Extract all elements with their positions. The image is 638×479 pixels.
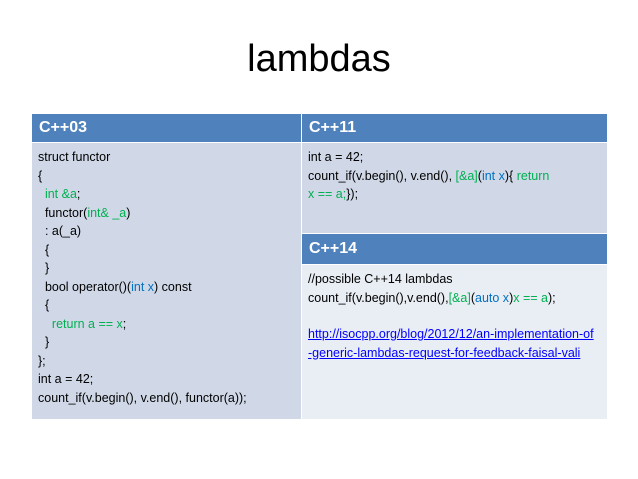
cpp11-code-token: x == a; xyxy=(308,187,347,201)
cpp14-code-line: count_if(v.begin(),v.end(),[&a](auto x)x… xyxy=(308,289,600,308)
cpp03-code-token: ; xyxy=(122,316,127,331)
header-label-cpp14: C++14 xyxy=(309,240,358,257)
slide-title: lambdas xyxy=(247,38,391,80)
cpp03-code-line: { xyxy=(38,241,294,260)
cpp03-code-token: int x xyxy=(131,279,155,294)
cpp14-code-token: x == a xyxy=(513,290,548,305)
cpp11-code-token: return xyxy=(516,168,550,183)
cpp03-code-line: struct functor xyxy=(38,148,294,167)
cpp03-code-token: int a = 42; xyxy=(38,372,94,386)
cpp11-code-token: int a = 42; xyxy=(308,150,364,164)
cpp11-code-cell: int a = 42; count_if(v.begin(), v.end(), … xyxy=(302,143,607,233)
cpp03-code-line: functor(int& _a) xyxy=(38,204,294,223)
cpp03-code-line: { xyxy=(38,167,294,186)
cpp03-code-token: return a == x xyxy=(51,316,123,331)
cpp03-code-token: int &a xyxy=(44,187,77,201)
cpp03-code-token: ; xyxy=(76,187,81,201)
cpp03-code-line: int &a; xyxy=(38,185,294,204)
cpp03-code-line: }; xyxy=(38,352,294,371)
cpp03-code-line: int a = 42; xyxy=(38,370,294,389)
cpp03-code-token: { xyxy=(38,242,50,257)
cpp03-code-cell: struct functor { int &a; functor(int& _a)… xyxy=(32,143,301,419)
header-label-cpp03: C++03 xyxy=(39,119,88,136)
cpp11-code-token: int x xyxy=(481,168,505,183)
table-header-cpp11: C++11 xyxy=(302,114,607,142)
cpp14-code-token: [&a] xyxy=(448,290,471,305)
cpp03-code-token: } xyxy=(38,261,50,275)
cpp14-code-token: ( xyxy=(470,290,475,305)
cpp03-code-token: functor( xyxy=(38,205,88,220)
cpp14-code-token: count_if(v.begin(),v.end(), xyxy=(308,290,449,305)
cpp03-code-line: } xyxy=(38,333,294,352)
cpp03-code-token: { xyxy=(38,168,43,183)
table-header-cpp14: C++14 xyxy=(302,234,607,264)
cpp14-code-line: //possible C++14 lambdas xyxy=(308,270,600,289)
cpp11-code-token: [&a] xyxy=(455,168,478,183)
cpp03-code-line: } xyxy=(38,259,294,278)
cpp03-code-token: int& _a xyxy=(87,205,127,220)
cpp11-code-token: ( xyxy=(477,168,482,183)
table-header-cpp03: C++03 xyxy=(32,114,301,142)
cpp14-code-token: ); xyxy=(547,290,556,305)
cpp03-code-line: count_if(v.begin(), v.end(), functor(a))… xyxy=(38,389,294,408)
cpp11-code-line: count_if(v.begin(), v.end(), [&a](int x)… xyxy=(308,167,600,186)
isocpp-link[interactable]: http://isocpp.org/blog/2012/12/an-implem… xyxy=(308,327,594,360)
cpp03-code-token: }; xyxy=(38,353,46,368)
cpp03-code-token xyxy=(38,317,52,331)
cpp03-code-token: : a(_a) xyxy=(38,224,82,238)
cpp11-code-token: count_if(v.begin(), v.end(), xyxy=(308,168,456,183)
cpp11-code-line: int a = 42; xyxy=(308,148,600,167)
cpp03-code-line: : a(_a) xyxy=(38,222,294,241)
cpp14-code-token: auto x xyxy=(475,290,510,305)
cpp03-code-line: bool operator()(int x) const xyxy=(38,278,294,297)
cpp03-code-token: } xyxy=(38,335,50,349)
cpp03-code-token: ) const xyxy=(154,279,192,294)
header-label-cpp11: C++11 xyxy=(309,119,357,136)
cpp11-code-token: ){ xyxy=(504,168,517,183)
cpp03-code-token: ) xyxy=(126,205,131,220)
cpp11-code-line: x == a;}); xyxy=(308,185,600,204)
cpp03-code-token: struct functor xyxy=(38,150,111,164)
cpp03-code-token xyxy=(38,187,45,201)
cpp03-code-line: return a == x; xyxy=(38,315,294,334)
cpp14-code-token: //possible C++14 lambdas xyxy=(308,272,453,286)
cpp11-code-token: }); xyxy=(346,187,359,201)
cpp14-code-token: ) xyxy=(509,290,514,305)
cpp03-code-token: bool operator()( xyxy=(38,279,132,294)
cpp03-code-token: count_if(v.begin(), v.end(), functor(a))… xyxy=(38,390,247,405)
cpp03-code-token: { xyxy=(38,298,50,312)
cpp03-code-line: { xyxy=(38,296,294,315)
cpp14-code-cell: //possible C++14 lambdas count_if(v.begin… xyxy=(302,265,607,419)
